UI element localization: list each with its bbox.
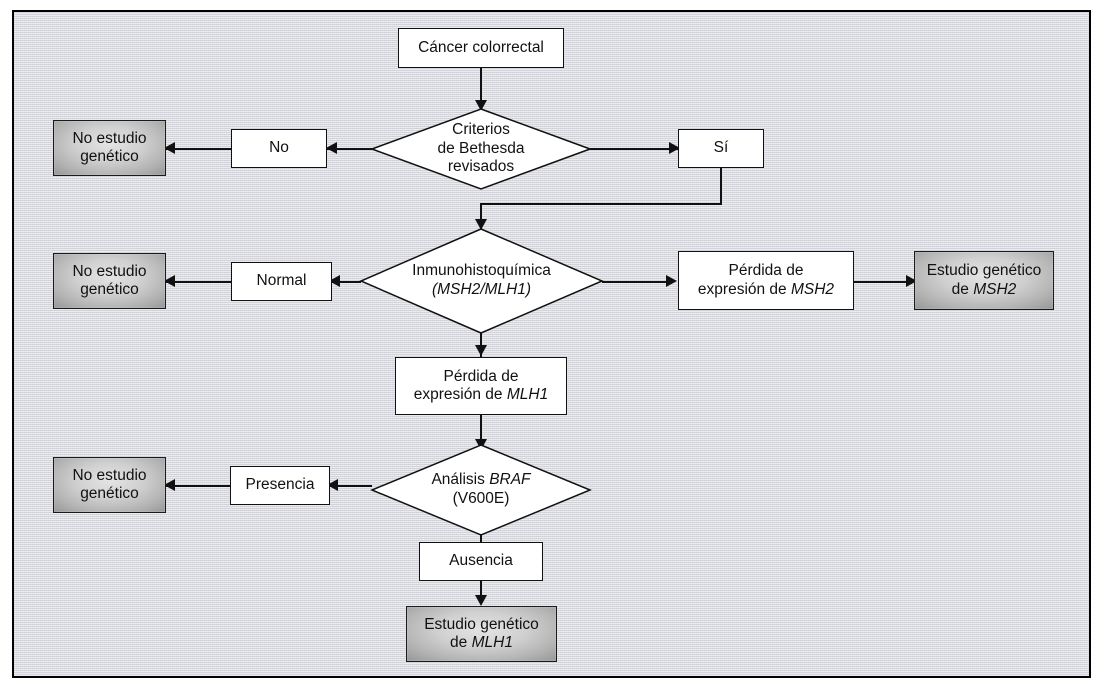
node-presence: Presencia: [230, 466, 330, 505]
node-loss-expression-msh2: Pérdida de expresión de MSH2: [678, 251, 854, 310]
arrowhead-right-study-msh2: [906, 275, 917, 287]
node-genetic-study-mlh1-line1: Estudio genético: [424, 615, 539, 633]
node-loss-expression-mlh1: Pérdida de expresión de MLH1: [395, 357, 567, 415]
node-answer-no: No: [231, 129, 327, 168]
node-bethesda-line3: revisados: [447, 158, 515, 176]
node-no-genetic-study-1-line1: No estudio: [72, 129, 147, 147]
node-braf-analysis: Análisis BRAF (V600E): [370, 444, 592, 536]
node-no-genetic-study-3-line1: No estudio: [72, 466, 147, 484]
node-no-genetic-study-3-line2: genético: [80, 485, 139, 502]
node-presence-label: Presencia: [245, 476, 315, 494]
edge-si-left: [480, 203, 722, 205]
node-braf-analysis-gene: BRAF: [489, 471, 531, 489]
node-loss-expression-msh2-line2-pre: expresión de: [697, 280, 791, 298]
node-normal: Normal: [231, 262, 332, 301]
node-genetic-study-msh2-line1: Estudio genético: [926, 262, 1042, 280]
arrowhead-left-nogenetic2: [164, 275, 175, 287]
node-loss-expression-mlh1-line1: Pérdida de: [443, 367, 519, 385]
edge-bethesda-to-no: [326, 148, 372, 150]
edge-si-into-ihq: [480, 203, 482, 223]
node-absence-label: Ausencia: [449, 552, 513, 570]
node-loss-expression-mlh1-gene: MLH1: [506, 386, 549, 403]
arrowhead-down-study-mlh1: [475, 595, 487, 606]
arrowhead-right-si: [669, 142, 680, 154]
node-braf-analysis-line2: (V600E): [452, 490, 510, 507]
node-genetic-study-msh2: Estudio genético de MSH2: [914, 251, 1054, 310]
edge-ihq-to-loss-msh2: [602, 281, 668, 283]
node-no-genetic-study-1-line2: genético: [80, 148, 139, 165]
arrowhead-down-loss-mlh1: [475, 345, 487, 356]
node-no-genetic-study-2-line2: genético: [80, 281, 139, 298]
node-bethesda-line1: Criterios: [452, 121, 510, 139]
edge-bethesda-to-si: [590, 148, 678, 150]
arrowhead-left-presence: [327, 479, 338, 491]
arrowhead-down-ihq: [475, 219, 487, 230]
node-answer-no-label: No: [269, 139, 289, 157]
node-answer-si-label: Sí: [713, 139, 729, 157]
node-immunohistochemistry-line2: (MSH2/MLH1): [431, 281, 532, 298]
node-braf-analysis-line1-pre: Análisis: [431, 471, 490, 489]
node-genetic-study-mlh1-gene: MLH1: [471, 634, 513, 651]
node-normal-label: Normal: [256, 272, 307, 290]
node-immunohistochemistry-line1: Inmunohistoquímica: [412, 262, 551, 280]
arrowhead-left-no: [326, 142, 337, 154]
node-immunohistochemistry: Inmunohistoquímica (MSH2/MLH1): [359, 228, 604, 334]
edge-braf-to-presence: [329, 485, 372, 487]
arrowhead-left-normal: [329, 275, 340, 287]
edge-no-to-nogenetic1: [166, 148, 232, 150]
node-cancer-colorrectal: Cáncer colorrectal: [398, 28, 564, 68]
node-absence: Ausencia: [419, 542, 543, 581]
node-genetic-study-mlh1: Estudio genético de MLH1: [406, 606, 557, 662]
arrowhead-left-nogenetic1: [164, 142, 175, 154]
node-loss-expression-msh2-line1: Pérdida de: [728, 262, 804, 280]
node-genetic-study-msh2-line2-pre: de: [951, 280, 974, 298]
node-bethesda-criteria: Criterios de Bethesda revisados: [370, 108, 592, 190]
edge-loss-msh2-to-study-msh2: [854, 281, 910, 283]
edge-start-to-bethesda: [480, 68, 482, 104]
node-no-genetic-study-2: No estudio genético: [53, 253, 166, 309]
node-loss-expression-msh2-gene: MSH2: [790, 280, 835, 298]
edge-si-down: [720, 168, 722, 205]
arrowhead-left-nogenetic3: [164, 479, 175, 491]
node-genetic-study-msh2-gene: MSH2: [973, 280, 1017, 298]
node-no-genetic-study-3: No estudio genético: [53, 457, 166, 513]
node-cancer-colorrectal-label: Cáncer colorrectal: [418, 38, 544, 56]
edge-ihq-to-normal: [331, 281, 361, 283]
node-no-genetic-study-1: No estudio genético: [53, 120, 166, 176]
edge-presence-to-nogenetic3: [166, 485, 231, 487]
node-genetic-study-mlh1-line2-pre: de: [450, 634, 472, 651]
node-bethesda-line2: de Bethesda: [437, 139, 525, 157]
arrowhead-down-bethesda: [475, 100, 487, 111]
flowchart-canvas: Cáncer colorrectal Criterios de Bethesda…: [12, 10, 1091, 678]
edge-absence-to-study-mlh1: [480, 581, 482, 603]
node-answer-si: Sí: [678, 129, 764, 168]
edge-loss-mlh1-to-braf: [480, 415, 482, 447]
node-loss-expression-mlh1-line2-pre: expresión de: [413, 386, 507, 403]
arrowhead-right-loss-msh2: [666, 275, 677, 287]
node-no-genetic-study-2-line1: No estudio: [72, 262, 147, 280]
edge-normal-to-nogenetic2: [166, 281, 232, 283]
